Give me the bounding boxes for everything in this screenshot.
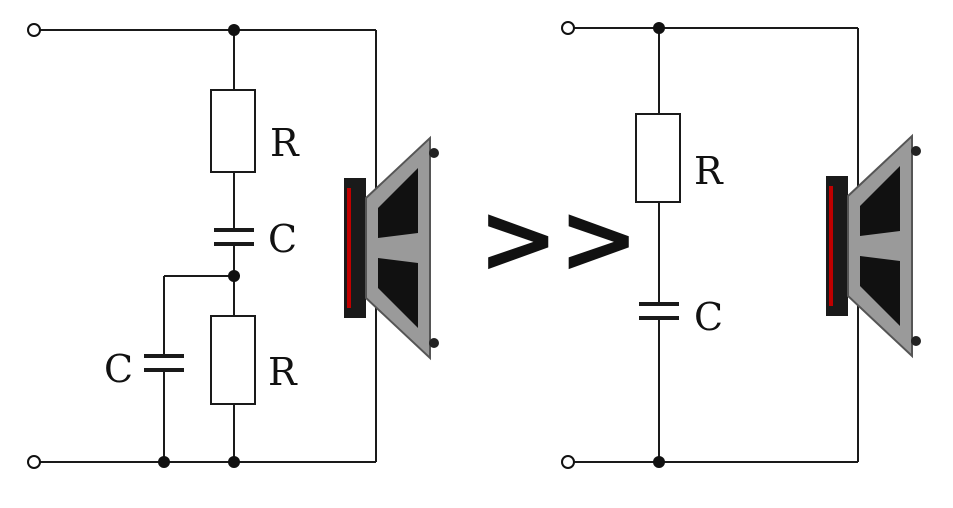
label-r: R — [694, 149, 724, 193]
left-input-terminal-top — [27, 23, 41, 37]
junction-dot — [653, 22, 665, 34]
left-resistor-top — [210, 89, 256, 173]
label-r-bottom: R — [268, 350, 298, 394]
left-resistor-bottom — [210, 315, 256, 405]
junction-dot — [228, 270, 240, 282]
right-resistor — [635, 113, 681, 203]
left-circuit: R C C R — [27, 23, 440, 469]
right-circuit: R C — [561, 21, 922, 469]
label-c-left: C — [104, 347, 133, 391]
right-speaker-icon — [825, 135, 922, 357]
junction-dot — [653, 456, 665, 468]
right-input-terminal-top — [561, 21, 575, 35]
label-c: C — [694, 295, 723, 339]
junction-dot — [158, 456, 170, 468]
label-r-top: R — [270, 121, 300, 165]
junction-dot — [228, 456, 240, 468]
label-c-middle: C — [268, 217, 297, 261]
left-speaker-icon — [343, 137, 440, 359]
left-input-terminal-bottom — [27, 455, 41, 469]
transforms-to-arrow: >> — [478, 183, 639, 295]
right-input-terminal-bottom — [561, 455, 575, 469]
junction-dot — [228, 24, 240, 36]
